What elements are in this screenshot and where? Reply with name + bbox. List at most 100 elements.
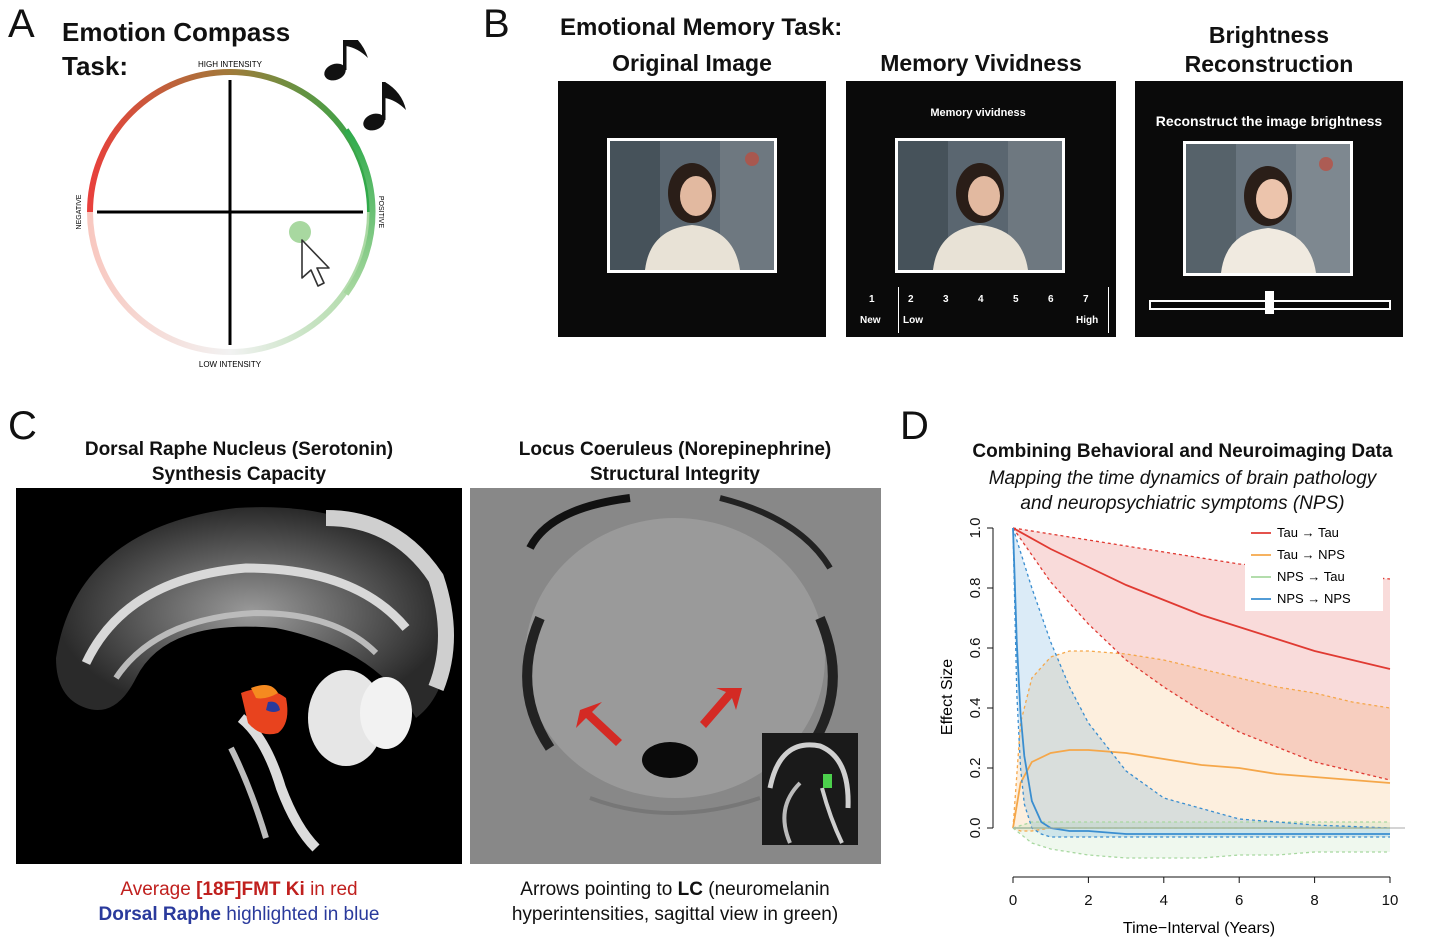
x-tick-label: 2 bbox=[1084, 892, 1092, 909]
scale-5[interactable]: 5 bbox=[1013, 294, 1019, 305]
series-line-3 bbox=[1012, 527, 1390, 835]
y-tick-label: 1.0 bbox=[967, 518, 984, 539]
legend-label-1: Tau → NPS bbox=[1277, 547, 1345, 562]
series-line-0 bbox=[1012, 527, 1391, 670]
col-brightness-title: Brightness Reconstruction bbox=[1135, 21, 1403, 79]
panel-d-title: Combining Behavioral and Neuroimaging Da… bbox=[972, 441, 1393, 462]
drn-brain-scan bbox=[16, 488, 462, 864]
lc-caption-b: LC bbox=[677, 879, 703, 900]
scale-low-label: Low bbox=[903, 315, 923, 326]
lc-caption-line2: hyperintensities, sagittal view in green… bbox=[511, 904, 839, 925]
series-line-1 bbox=[1012, 749, 1391, 829]
panel-d-subtitle-line2: and neuropsychiatric symptoms (NPS) bbox=[1020, 493, 1345, 514]
legend-label-3: NPS → NPS bbox=[1277, 591, 1351, 606]
band-3 bbox=[1013, 528, 1390, 837]
scale-6[interactable]: 6 bbox=[1048, 294, 1054, 305]
y-tick-label: 0.8 bbox=[967, 578, 984, 599]
legend-box bbox=[1245, 521, 1383, 611]
panel-c-letter: C bbox=[8, 404, 37, 448]
compass-label-low: LOW INTENSITY bbox=[199, 360, 262, 369]
col-vividness-title: Memory Vividness bbox=[880, 50, 1082, 76]
compass-selection-dot[interactable] bbox=[289, 221, 311, 243]
lc-title-line1: Locus Coeruleus (Norepinephrine) bbox=[518, 439, 832, 460]
vividness-prompt: Memory vividness bbox=[930, 107, 1026, 119]
original-image-screen bbox=[558, 81, 826, 337]
lower-bound-2 bbox=[1012, 827, 1390, 859]
panel-b-title: Emotional Memory Task: bbox=[560, 14, 843, 41]
lc-caption-a: Arrows pointing to bbox=[520, 879, 678, 900]
panel-a-title-line1: Emotion Compass bbox=[62, 17, 291, 47]
upper-bound-1 bbox=[1012, 650, 1391, 829]
panel-d-subtitle: Mapping the time dynamics of brain patho… bbox=[935, 466, 1430, 516]
lc-arrow-right bbox=[700, 688, 742, 728]
panel-d-letter: D bbox=[900, 404, 929, 448]
lc-sagittal-inset bbox=[762, 733, 858, 845]
y-tick-label: 0.6 bbox=[967, 638, 984, 659]
vividness-scale[interactable]: 1 2 3 4 5 6 7 New Low High bbox=[854, 287, 1110, 335]
drn-caption-b: [18F]FMT Ki bbox=[196, 879, 305, 900]
y-tick-label: 0.2 bbox=[967, 758, 984, 779]
lower-bound-3 bbox=[1012, 527, 1390, 838]
x-tick-label: 6 bbox=[1235, 892, 1243, 909]
x-tick-label: 4 bbox=[1160, 892, 1168, 909]
lc-title: Locus Coeruleus (Norepinephrine) Structu… bbox=[470, 437, 880, 487]
lc-green-marker bbox=[823, 774, 832, 788]
band-1 bbox=[1013, 651, 1390, 831]
cursor-icon bbox=[301, 239, 330, 287]
x-tick-label: 0 bbox=[1009, 892, 1017, 909]
x-tick-label: 8 bbox=[1310, 892, 1318, 909]
scale-high-label: High bbox=[1076, 315, 1099, 326]
band-2 bbox=[1013, 822, 1390, 858]
scale-3[interactable]: 3 bbox=[943, 294, 949, 305]
scale-new-label: New bbox=[860, 315, 881, 326]
drn-caption-line2: Dorsal Raphe highlighted in blue bbox=[16, 902, 462, 927]
lower-bound-0 bbox=[1012, 527, 1391, 781]
scale-2[interactable]: 2 bbox=[908, 294, 914, 305]
upper-bound-2 bbox=[1012, 821, 1390, 829]
col-original-title: Original Image bbox=[612, 50, 772, 76]
compass-label-positive: POSITIVE bbox=[377, 196, 384, 229]
lc-brain-scan bbox=[470, 488, 881, 864]
brightness-prompt: Reconstruct the image brightness bbox=[1155, 113, 1383, 129]
scale-1[interactable]: 1 bbox=[869, 294, 875, 305]
col-brightness-title-line2: Reconstruction bbox=[1184, 51, 1354, 77]
lc-arrow-left bbox=[576, 702, 622, 746]
effect-size-chart: 0 2 4 6 8 10 0.0 0.2 0.4 0.6 0.8 1.0 Time−Interval … bbox=[939, 518, 1405, 937]
y-tick-label: 0.0 bbox=[967, 818, 984, 839]
scale-4[interactable]: 4 bbox=[978, 294, 984, 305]
panel-a-title-line2: Task: bbox=[62, 51, 128, 81]
panel-a-title: Emotion Compass Task: bbox=[62, 15, 290, 83]
compass-ring-right bbox=[343, 128, 376, 296]
chart-xlabel: Time−Interval (Years) bbox=[1123, 920, 1275, 937]
chart-ylabel: Effect Size bbox=[939, 659, 956, 735]
brightness-slider-handle[interactable] bbox=[1265, 291, 1274, 314]
drn-caption: Average [18F]FMT Ki in red Dorsal Raphe … bbox=[16, 877, 462, 927]
drn-title: Dorsal Raphe Nucleus (Serotonin) Synthes… bbox=[16, 437, 462, 487]
x-tick-label: 10 bbox=[1382, 892, 1399, 909]
music-note-icon bbox=[324, 40, 406, 131]
y-tick-label: 0.4 bbox=[967, 698, 984, 719]
compass-label-high: HIGH INTENSITY bbox=[198, 60, 263, 69]
lc-title-line2: Structural Integrity bbox=[590, 464, 760, 485]
legend-label-2: NPS → Tau bbox=[1277, 569, 1345, 584]
panel-d-subtitle-line1: Mapping the time dynamics of brain patho… bbox=[988, 468, 1377, 489]
lc-caption: Arrows pointing to LC (neuromelanin hype… bbox=[460, 877, 890, 927]
drn-title-line1: Dorsal Raphe Nucleus (Serotonin) bbox=[84, 439, 394, 460]
scale-7[interactable]: 7 bbox=[1083, 294, 1089, 305]
col-brightness-title-line1: Brightness bbox=[1208, 22, 1330, 48]
brightness-photo bbox=[1183, 141, 1353, 276]
emotion-compass: HIGH INTENSITY LOW INTENSITY NEGATIVE PO… bbox=[76, 40, 406, 369]
brightness-reconstruction-screen: Reconstruct the image brightness bbox=[1135, 81, 1403, 337]
drn-caption-c: in red bbox=[304, 879, 358, 900]
legend-label-0: Tau → Tau bbox=[1277, 525, 1339, 540]
scale-divider-right bbox=[1108, 287, 1109, 333]
upper-bound-3 bbox=[1012, 527, 1391, 829]
drn-caption2-a: Dorsal Raphe bbox=[98, 904, 221, 925]
panel-a-letter: A bbox=[8, 2, 35, 46]
compass-label-negative: NEGATIVE bbox=[76, 194, 83, 229]
original-photo bbox=[607, 138, 777, 273]
drn-title-line2: Synthesis Capacity bbox=[151, 464, 327, 485]
memory-vividness-screen: Memory vividness 1 2 3 4 5 6 7 New Low H… bbox=[846, 81, 1116, 337]
drn-caption-line1: Average [18F]FMT Ki in red bbox=[16, 877, 462, 902]
scale-divider-left bbox=[898, 287, 899, 333]
